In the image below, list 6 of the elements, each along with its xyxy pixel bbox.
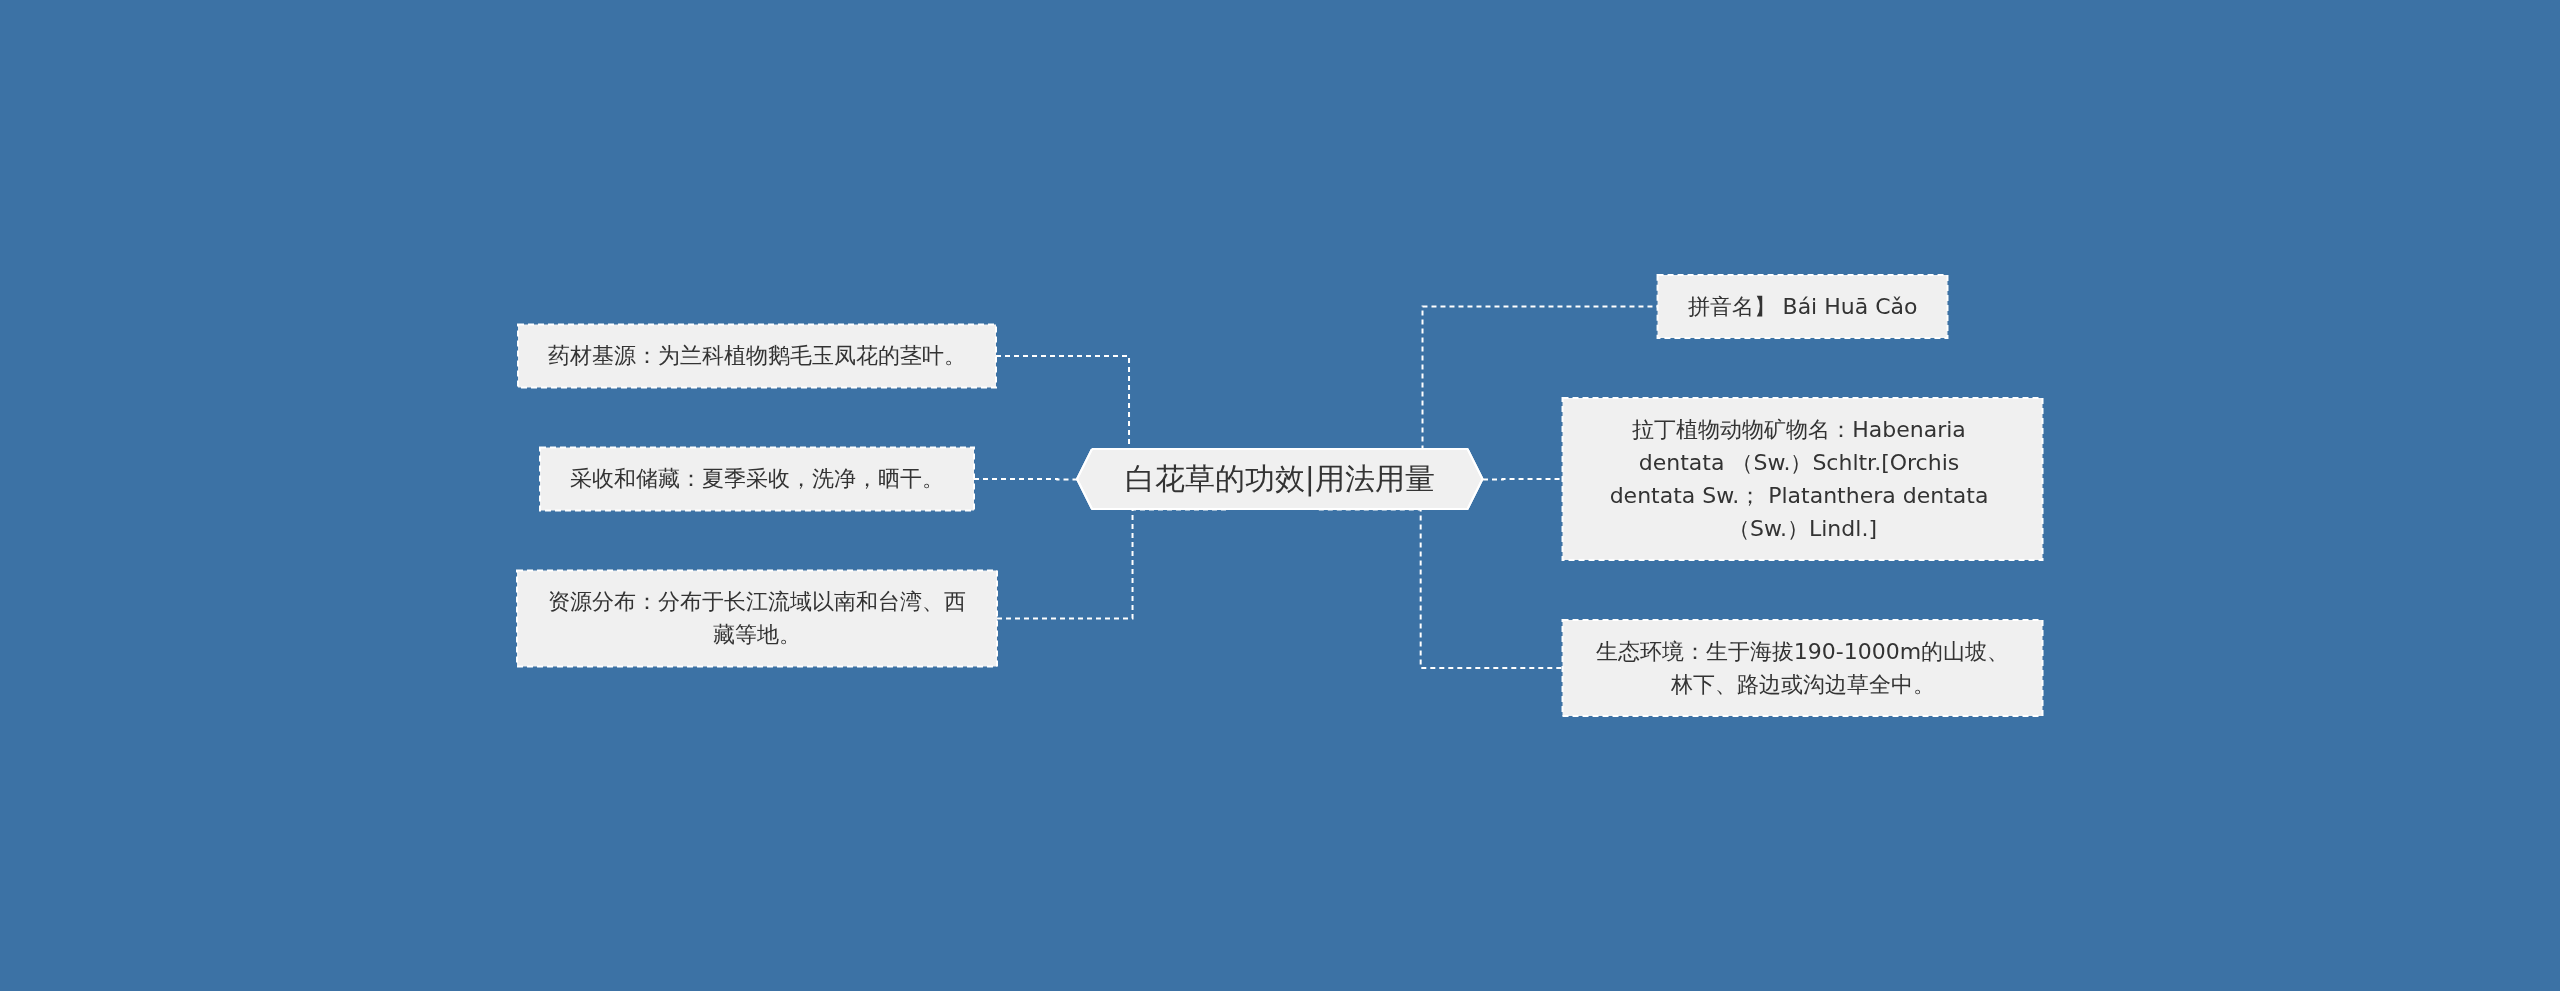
node-box: 采收和储藏：夏季采收，洗净，晒干。 [539,446,976,512]
node-box: 生态环境：生于海拔190-1000m的山坡、林下、路边或沟边草全中。 [1561,619,2044,717]
node-box: 药材基源：为兰科植物鹅毛玉凤花的茎叶。 [517,323,998,389]
node-box: 资源分布：分布于长江流域以南和台湾、西藏等地。 [516,569,999,668]
node-box: 拼音名】 Bái Huā Cǎo [1656,274,1949,339]
node-box: 拉丁植物动物矿物名：Habenaria dentata （Sw.）Schltr.[Orchis dentata Sw.； Platanthera dentata （Sw.）Lindl.] [1561,397,2044,561]
